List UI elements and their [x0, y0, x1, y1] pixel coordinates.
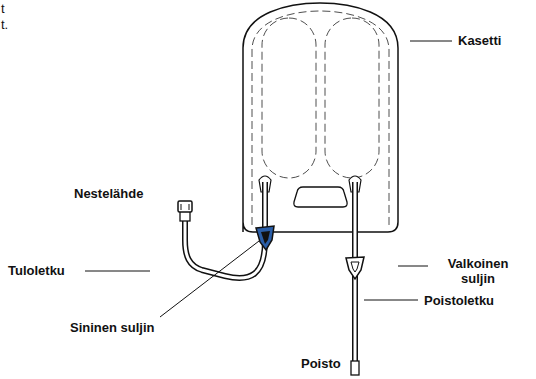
part-label: Sininen suljin: [70, 320, 155, 335]
leader-line: [398, 266, 428, 267]
part-label: Poisto: [301, 356, 341, 371]
handle-hole: [294, 187, 347, 207]
cassette-lobe: [325, 18, 379, 178]
part-label: Poistoletku: [424, 293, 494, 308]
blue-clamp: [256, 226, 274, 250]
inlet-tube: [185, 182, 265, 278]
leader-line: [85, 271, 150, 272]
white-clamp: [346, 257, 364, 279]
text-fragment: t.: [1, 17, 8, 32]
part-label: Kasetti: [458, 33, 501, 48]
blue-clamp-slot: [261, 231, 270, 244]
part-label: Tuloletku: [8, 263, 65, 278]
part-label: Valkoinen suljin: [430, 256, 526, 286]
cassette-seam: [252, 11, 389, 225]
drain-end: [351, 361, 359, 375]
part-label: Nestelähde: [74, 186, 143, 201]
inlet-tube-core: [185, 182, 265, 278]
source-connector: [178, 201, 192, 212]
leader-line: [160, 241, 259, 317]
white-clamp-slot: [351, 262, 359, 272]
text-fragment: t: [1, 1, 5, 16]
leader-line: [364, 300, 418, 301]
leader-line: [410, 41, 452, 42]
cassette-lobe: [262, 18, 316, 178]
